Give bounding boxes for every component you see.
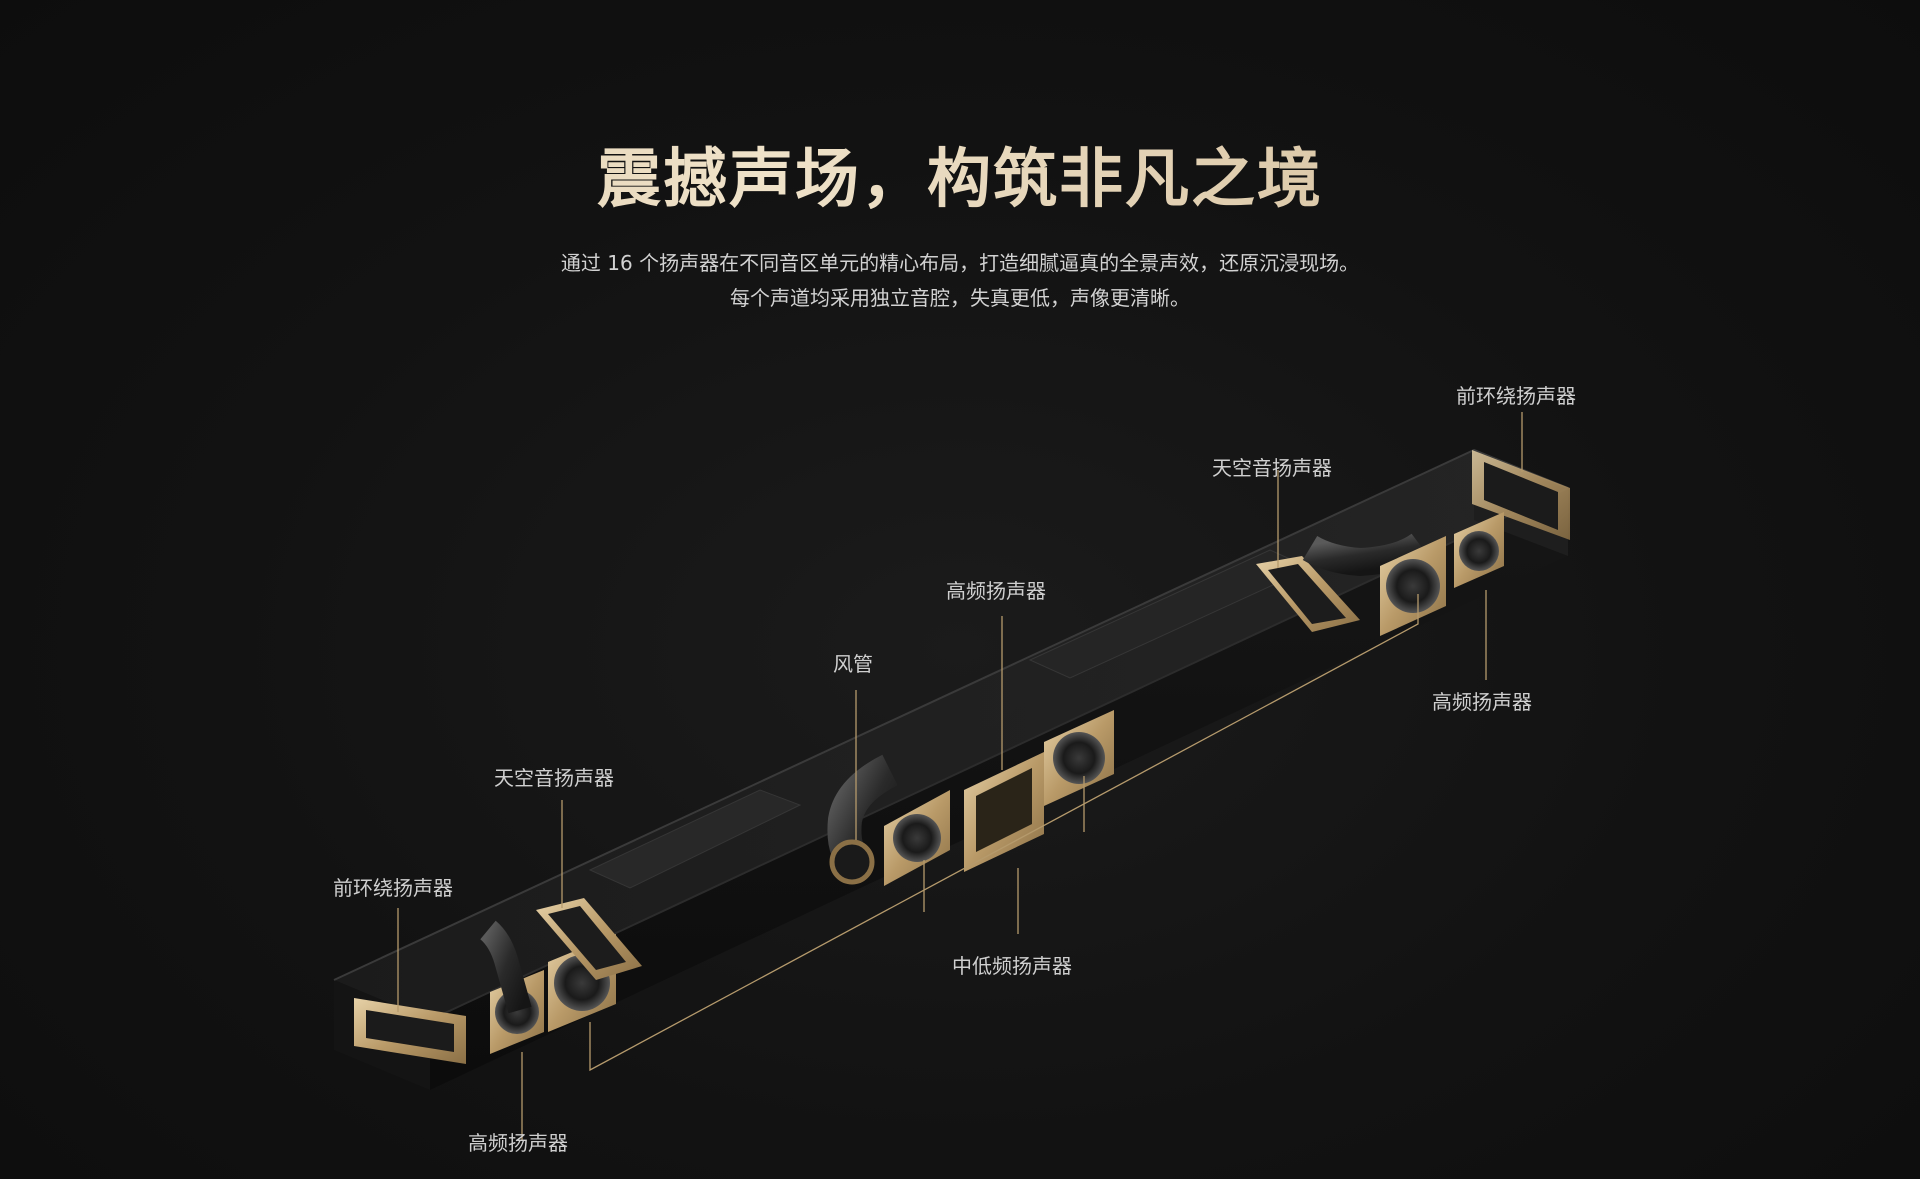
callout-mid-bass-speaker: 中低频扬声器: [952, 954, 1072, 978]
callout-center-tweeter: 高频扬声器: [946, 579, 1046, 603]
callout-left-front-surround: 前环绕扬声器: [333, 876, 453, 900]
callout-right-front-surround: 前环绕扬声器: [1456, 384, 1576, 408]
center-duct: [827, 754, 899, 885]
page-subtitle-line-2: 每个声道均采用独立音腔，失真更低，声像更清晰。: [730, 286, 1190, 310]
left-front-surround-speaker: [354, 998, 466, 1064]
right-duct-pipe: [1302, 533, 1429, 577]
page-title: 震撼声场，构筑非凡之境: [0, 128, 1920, 220]
callout-left-tweeter: 高频扬声器: [468, 1131, 568, 1155]
callout-left-sky-speaker: 天空音扬声器: [494, 766, 614, 790]
left-duct-pipe: [479, 920, 532, 1014]
callout-duct: 风管: [833, 652, 873, 676]
right-sky-speaker: [1256, 556, 1360, 632]
page-subtitle-line-1: 通过 16 个扬声器在不同音区单元的精心布局，打造细腻逼真的全景声效，还原沉浸现…: [560, 251, 1360, 275]
leader-lines: [397, 412, 1523, 1140]
left-sky-speaker: [536, 898, 642, 980]
callout-right-sky-speaker: 天空音扬声器: [1212, 456, 1332, 480]
right-tweeter-speakers: [1380, 512, 1504, 636]
right-front-surround-speaker: [1472, 450, 1570, 540]
callout-right-tweeter: 高频扬声器: [1432, 690, 1532, 714]
center-mid-speakers: [884, 710, 1114, 886]
